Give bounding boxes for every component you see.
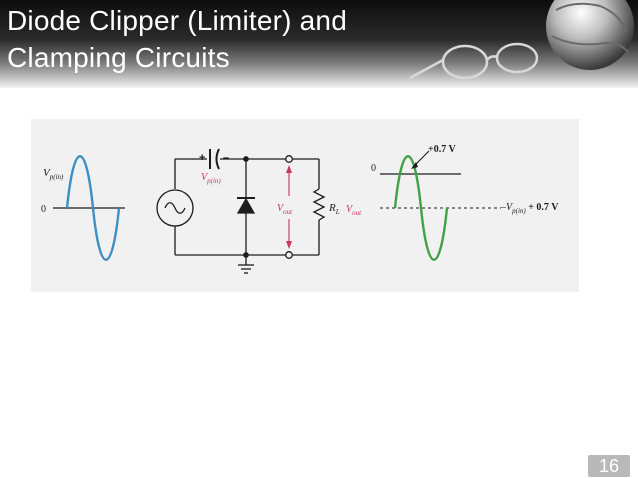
output-waveform: 0 +0.7 V Vout –Vp(in) + 0.7 V (346, 144, 559, 261)
clamper-figure: Vp(in) 0 (31, 119, 579, 292)
output-terminal-bottom (285, 251, 293, 259)
junction-dot-top (243, 156, 249, 162)
load-resistor-label: RL (328, 202, 340, 216)
page-number-badge: 16 (588, 455, 630, 477)
ac-source-symbol (164, 202, 186, 214)
output-terminal-top (285, 155, 293, 163)
slide-header: Diode Clipper (Limiter) and Clamping Cir… (0, 0, 638, 88)
output-sine-wave (393, 155, 449, 261)
vout-arrow (286, 165, 292, 249)
input-peak-label: Vp(in) (43, 167, 64, 181)
page-number: 16 (598, 456, 620, 476)
globe-icon (546, 0, 634, 70)
output-zero-label: 0 (371, 163, 376, 174)
clamper-diagram: Vp(in) 0 (41, 144, 559, 274)
capacitor-plus-sign: + (199, 152, 205, 164)
slide-title: Diode Clipper (Limiter) and Clamping Cir… (7, 5, 347, 73)
diode-icon (236, 197, 256, 214)
circuit-vout-label: Vout (277, 203, 293, 216)
input-waveform: Vp(in) 0 (41, 155, 125, 261)
capacitor-voltage-label: Vp(in) (201, 172, 221, 185)
globe-and-glasses-decoration (409, 0, 634, 80)
input-sine-wave (65, 155, 121, 261)
output-min-level-label: –Vp(in) + 0.7 V (500, 202, 559, 215)
clip-level-label: +0.7 V (428, 144, 457, 155)
capacitor-minus-sign: – (223, 152, 229, 164)
clamper-circuit (156, 148, 326, 274)
capacitor-plate-right (215, 148, 220, 170)
resistor-icon (312, 188, 326, 221)
output-vout-label: Vout (346, 204, 362, 217)
eyeglasses-icon (409, 42, 539, 80)
input-zero-label: 0 (41, 204, 46, 215)
